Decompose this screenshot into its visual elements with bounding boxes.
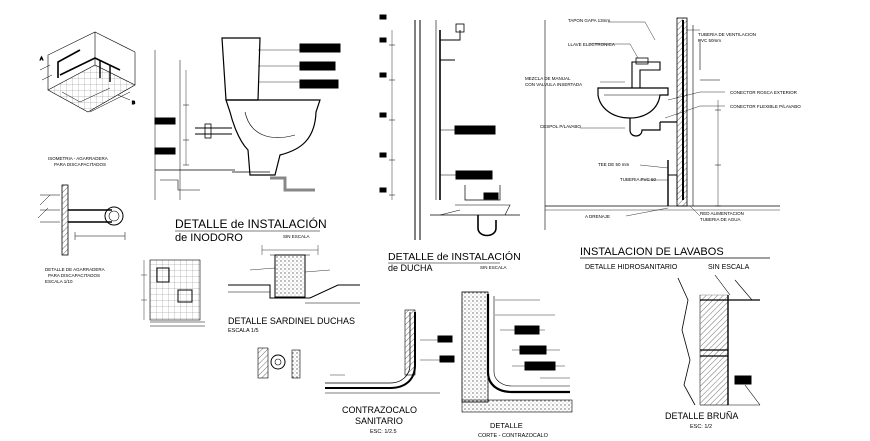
- sardinel-scale: ESCALA 1/5: [228, 328, 259, 334]
- corte-title: DETALLE: [490, 421, 523, 430]
- corte-contrazocalo-detail: [461, 291, 573, 413]
- tile-grid-detail: [141, 259, 205, 327]
- svg-text:A: A: [40, 56, 43, 61]
- toilet-scale: SIN ESCALA: [283, 234, 310, 239]
- grab-bar-scale: ESCALA 1/10: [45, 279, 73, 284]
- lavabo-label-alimentacion-1: RED ALIMENTACION: [700, 211, 744, 216]
- isometric-detail: A B: [40, 31, 136, 113]
- lavabo-subtitle: DETALLE HIDROSANITARIO: [585, 264, 678, 271]
- lavabo-label-flexible: CONECTOR FLEXIBLE P/LAVABO: [730, 104, 801, 109]
- corte-subtitle: CORTE - CONTRAZOCALO: [478, 433, 549, 439]
- pipe-section-detail: [257, 347, 301, 379]
- lavabo-label-cespol: CESPOL P/LAVABO: [540, 124, 581, 129]
- lavabo-label-llave: LLAVE ELECTRONICA: [568, 42, 615, 47]
- grab-bar-detail: [37, 184, 126, 256]
- lavabo-label-rosca: CONECTOR ROSCA EXTERIOR: [730, 90, 798, 95]
- contrazocalo-title-1: CONTRAZOCALO: [342, 405, 417, 415]
- lavabo-label-tee: TEE DE 50 mm: [598, 162, 630, 167]
- grab-bar-caption-2: PARA DISCAPACITADOS: [48, 273, 100, 278]
- isometric-caption-1: ISOMETRIA - AGARRADERA: [48, 156, 108, 161]
- lavabo-label-tapon: TAPON GAPA 13mm: [568, 18, 610, 23]
- lavabo-label-ventilacion-2: PVC 50mm: [698, 38, 721, 43]
- shower-title-2: de DUCHA: [388, 263, 433, 273]
- isometric-caption-2: PARA DISCAPACITADOS: [54, 162, 106, 167]
- shower-scale: SIN ESCALA: [480, 265, 507, 270]
- bruna-scale: ESC: 1/2: [690, 424, 712, 430]
- contrazocalo-title-2: SANITARIO: [355, 416, 403, 426]
- lavabo-label-drenaje: A DRENAJE: [585, 214, 610, 219]
- bruna-detail: [677, 274, 761, 406]
- shower-title-1: DETALLE de INSTALACIÓN: [388, 250, 521, 263]
- sardinel-detail: [228, 245, 360, 304]
- contrazocalo-scale: ESC: 1/2.5: [370, 429, 397, 435]
- contrazocalo-detail: [325, 309, 455, 394]
- shower-detail: [379, 14, 520, 240]
- lavabo-scale: SIN ESCALA: [708, 264, 750, 271]
- toilet-title-2: de INODORO: [175, 232, 243, 244]
- lavabo-title: INSTALACION DE LAVABOS: [580, 246, 724, 258]
- toilet-detail: [154, 37, 341, 200]
- lavabo-label-mezcla-1: MEZCLA DE MANUAL: [525, 76, 571, 81]
- lavabo-label-mezcla-2: CON VALVULA INSERTADA: [525, 82, 582, 87]
- lavabo-detail: [544, 17, 780, 230]
- toilet-title-1: DETALLE de INSTALACIÓN: [175, 216, 327, 231]
- lavabo-label-alimentacion-2: TUBERIA DE AGUA: [700, 217, 741, 222]
- bruna-title: DETALLE BRUÑA: [665, 411, 738, 421]
- lavabo-label-tuberia: TUBERIA PVC 50: [620, 177, 657, 182]
- grab-bar-caption-1: DETALLE DE AGARRADERA: [45, 267, 105, 272]
- svg-text:B: B: [132, 100, 135, 105]
- lavabo-label-ventilacion-1: TUBERIA DE VENTILACION: [698, 32, 756, 37]
- sardinel-title: DETALLE SARDINEL DUCHAS: [228, 316, 355, 326]
